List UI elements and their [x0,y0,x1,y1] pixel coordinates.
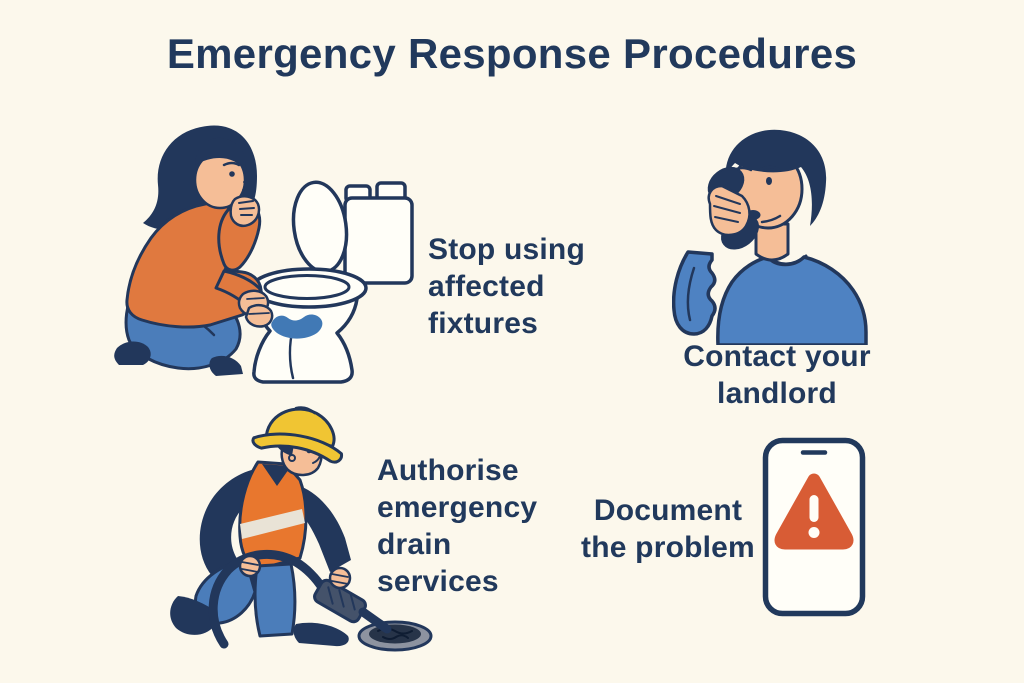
man-sleeve [672,250,717,336]
man-hair [725,129,827,226]
step-label-stop-using: Stop using affected fixtures [428,233,585,340]
man-calling-landlord-illustration [672,129,868,345]
step-label-document-problem: Document the problem [581,494,755,564]
toilet-icon [250,180,414,384]
step-label-authorise-services: Authorise emergency drain services [377,454,538,598]
phone-warning-illustration [762,437,866,617]
hard-hat-icon [251,406,344,464]
woman-figure [114,125,274,376]
drain-icon [357,620,433,652]
worker-back-arm [199,466,298,592]
toilet-water [271,314,323,339]
step-label-contact-landlord: Contact your landlord [683,340,871,410]
woman-inspecting-toilet-illustration [114,125,414,384]
page-title: Emergency Response Procedures [166,30,858,77]
warning-triangle-icon [774,473,854,550]
worker-drain-service-illustration [170,406,433,652]
man-sweater [716,255,868,345]
